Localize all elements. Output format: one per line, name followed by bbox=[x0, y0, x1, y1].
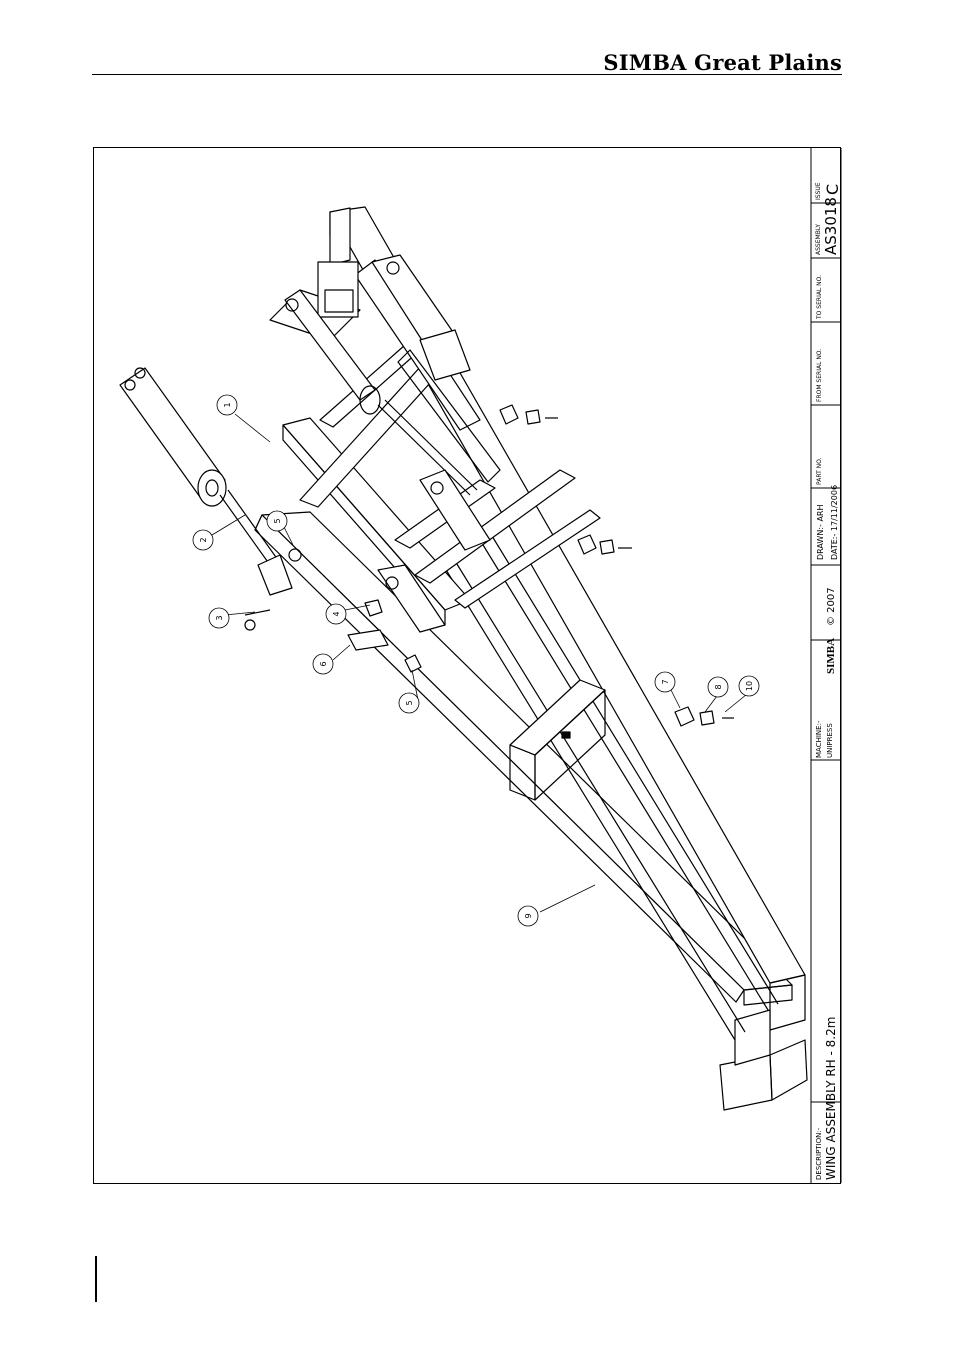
balloon-7: 7 bbox=[661, 679, 670, 684]
tb-description-label: DESCRIPTION:- bbox=[815, 1127, 823, 1180]
tb-issue-label: ISSUE bbox=[815, 182, 822, 200]
balloon-9: 9 bbox=[524, 913, 533, 918]
balloon-1: 1 bbox=[223, 402, 232, 407]
balloon-8: 8 bbox=[714, 684, 723, 689]
tb-assembly: AS3018 bbox=[822, 197, 840, 255]
tb-assembly-label: ASSEMBLY bbox=[815, 224, 822, 255]
tb-issue: C bbox=[823, 184, 842, 195]
tb-machine-label: MACHINE:- bbox=[815, 720, 823, 758]
balloon-4: 4 bbox=[332, 611, 341, 616]
tb-from-serial-label: FROM SERIAL NO. bbox=[816, 349, 823, 402]
balloon-6: 6 bbox=[319, 661, 328, 666]
tb-date: DATE:- 17/11/2006 bbox=[830, 485, 839, 560]
balloon-5a: 5 bbox=[273, 518, 282, 523]
item-balloons bbox=[193, 395, 759, 926]
tb-description: WING ASSEMBLY RH - 8.2m bbox=[824, 1017, 838, 1180]
balloon-10: 10 bbox=[745, 681, 754, 691]
tb-part-no-label: PART NO. bbox=[816, 457, 823, 485]
balloon-3: 3 bbox=[215, 615, 224, 620]
tb-copyright: © 2007 bbox=[826, 587, 837, 626]
tb-drawn: DRAWN:- ARH bbox=[816, 505, 825, 561]
balloon-5b: 5 bbox=[405, 700, 414, 705]
tb-machine: UNIPRESS bbox=[826, 723, 834, 758]
page-margin-bar bbox=[95, 1256, 97, 1302]
simba-logo: SIMBA bbox=[825, 638, 837, 674]
tb-to-serial-label: TO SERIAL NO. bbox=[816, 275, 823, 320]
balloon-2: 2 bbox=[199, 537, 208, 542]
hydraulic-cylinder bbox=[120, 368, 292, 595]
